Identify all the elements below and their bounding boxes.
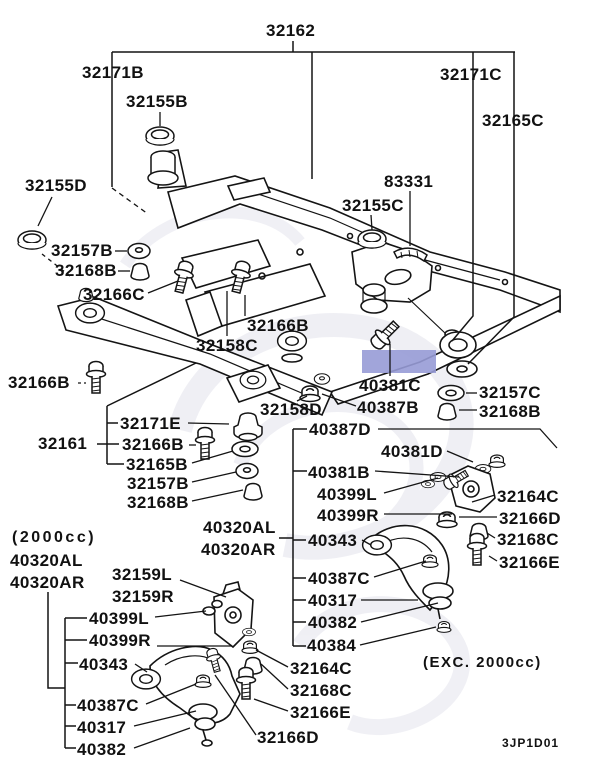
part-label-40399R-left: 40399R xyxy=(89,631,151,650)
part-label-40384: 40384 xyxy=(307,636,357,655)
highlight-box[interactable] xyxy=(362,350,436,373)
part-label-32155C: 32155C xyxy=(342,196,404,215)
part-label-32166D-bottom: 32166D xyxy=(257,728,319,747)
part-label-32168B-1: 32168B xyxy=(55,261,117,280)
bolt-icon-32166e-right xyxy=(466,532,488,566)
part-label-32155D: 32155D xyxy=(25,176,87,195)
bolt-icon-32166b-left xyxy=(85,360,107,394)
part-label-40381C: 40381C xyxy=(359,376,421,395)
part-label-32157B-1: 32157B xyxy=(51,241,113,260)
bolt-icon-32166c xyxy=(169,258,198,296)
part-label-40317-right: 40317 xyxy=(308,591,358,610)
leader-lines xyxy=(37,112,558,749)
part-label-32161: 32161 xyxy=(38,434,88,453)
part-label-32159L: 32159L xyxy=(112,565,173,584)
part-label-40343-right: 40343 xyxy=(308,531,358,550)
part-label-40320AL-center: 40320AL xyxy=(203,518,276,537)
part-label-32166B-center: 32166B xyxy=(247,316,309,335)
part-label-32168C-bottom: 32168C xyxy=(290,681,352,700)
part-label-32171C: 32171C xyxy=(440,65,502,84)
part-label-32166D-right: 32166D xyxy=(499,509,561,528)
nut-icon-32168b xyxy=(130,262,150,281)
washer-icon-32157c xyxy=(437,384,465,402)
bolt-icon-32166b-list xyxy=(194,426,216,460)
part-label-32171E: 32171E xyxy=(120,414,182,433)
cap-icon-32155b xyxy=(145,126,175,146)
part-label-32157B-2: 32157B xyxy=(127,474,189,493)
nut-icon-32164c-bottom xyxy=(241,640,259,655)
part-label-32164C-right: 32164C xyxy=(497,487,559,506)
washer-icon-32165b xyxy=(231,440,259,458)
part-label-32155B: 32155B xyxy=(126,92,188,111)
part-label-32171B: 32171B xyxy=(82,63,144,82)
part-label-32165C: 32165C xyxy=(482,111,544,130)
grommet-icon-32158d xyxy=(313,373,331,385)
part-label-32166C: 32166C xyxy=(83,285,145,304)
nut-icon-32168b-right xyxy=(437,402,457,421)
part-label-40399L-left: 40399L xyxy=(89,609,150,628)
part-label-32162: 32162 xyxy=(266,21,316,40)
part-label-40320AR-left: 40320AR xyxy=(10,573,85,592)
part-label-40387C-right: 40387C xyxy=(308,569,370,588)
clip-icon-83331 xyxy=(393,247,428,263)
drawing-code: 3JP1D01 xyxy=(502,736,560,750)
part-label-83331: 83331 xyxy=(384,172,434,191)
variant-note-2000cc: (2000cc) xyxy=(12,529,97,546)
bracket-lines xyxy=(47,41,515,749)
part-label-32159R: 32159R xyxy=(112,587,174,606)
cap-icon-32168b-2 xyxy=(243,482,263,501)
grommet-icon-32157b xyxy=(127,242,151,260)
cap-icon-32155d xyxy=(17,230,47,250)
part-label-32166E-right: 32166E xyxy=(499,553,561,572)
part-label-40387D: 40387D xyxy=(309,420,371,439)
hardware-icons xyxy=(17,126,465,501)
part-label-32165B: 32165B xyxy=(126,455,188,474)
part-label-40399R-right: 40399R xyxy=(317,506,379,525)
part-label-40320AL-left: 40320AL xyxy=(10,551,83,570)
part-label-32168B-right: 32168B xyxy=(479,402,541,421)
part-label-40320AR-center: 40320AR xyxy=(201,540,276,559)
part-label-40381D: 40381D xyxy=(381,442,443,461)
part-label-40387B: 40387B xyxy=(357,398,419,417)
part-label-40382-left: 40382 xyxy=(77,740,127,759)
part-label-40381B: 40381B xyxy=(308,463,370,482)
lower-arm-right-drawing xyxy=(361,454,506,633)
part-label-32168B-2: 32168B xyxy=(127,493,189,512)
part-label-32168C-right: 32168C xyxy=(497,530,559,549)
part-label-32166E-bottom: 32166E xyxy=(290,703,352,722)
part-label-32158C: 32158C xyxy=(196,336,258,355)
part-label-40343-left: 40343 xyxy=(79,655,129,674)
part-label-32158D: 32158D xyxy=(260,400,322,419)
part-label-32166B-left: 32166B xyxy=(8,373,70,392)
variant-note-exc-2000cc: (EXC. 2000cc) xyxy=(423,654,542,671)
part-label-32164C-bottom: 32164C xyxy=(290,659,352,678)
part-label-40399L-right: 40399L xyxy=(317,485,378,504)
part-label-40387C-left: 40387C xyxy=(77,696,139,715)
cap-icon-32155c xyxy=(357,229,387,249)
part-label-40382-right: 40382 xyxy=(308,613,358,632)
part-label-32157C: 32157C xyxy=(479,383,541,402)
part-label-40317-left: 40317 xyxy=(77,718,127,737)
bushing-icon-32171e xyxy=(233,412,263,442)
part-label-32166B-list: 32166B xyxy=(122,435,184,454)
grommet-icon-32157b-2 xyxy=(235,462,259,480)
